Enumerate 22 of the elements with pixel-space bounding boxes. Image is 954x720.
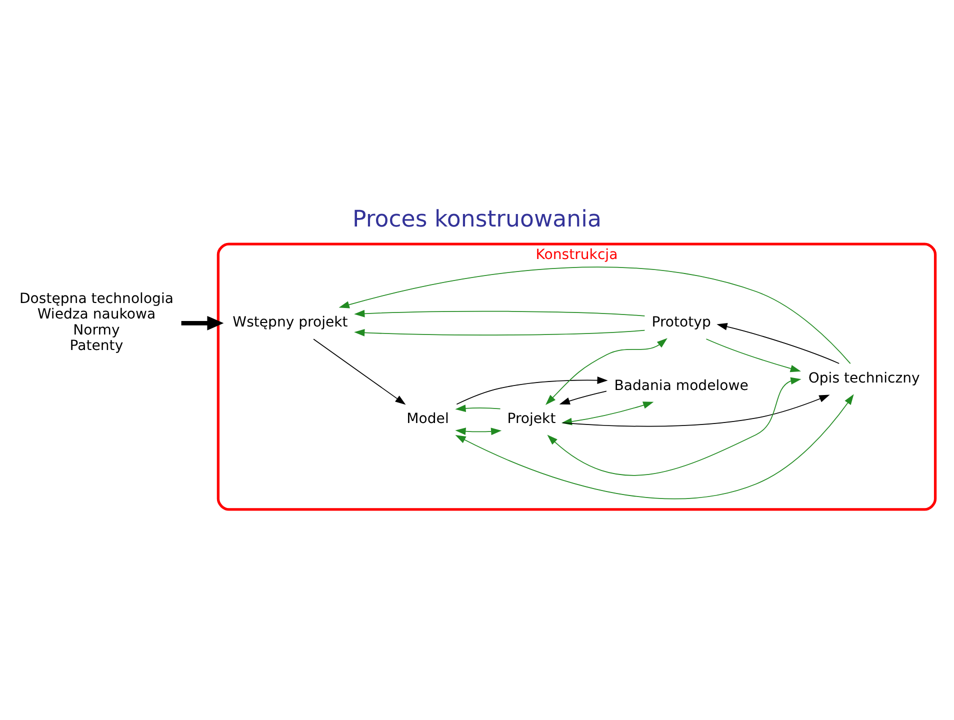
arrow (354, 328, 646, 336)
arrow (181, 315, 224, 330)
node-text: Prototyp (652, 314, 711, 330)
arrow (354, 309, 646, 317)
arrow (456, 376, 608, 404)
arrow (559, 390, 607, 404)
arrow (547, 376, 802, 476)
node-text: Dostępna technologia Wiedza naukowa Normy Patenty (20, 290, 174, 354)
node-text: Wstępny projekt (232, 314, 348, 330)
node-text: Projekt (507, 410, 556, 427)
arrow (313, 338, 406, 404)
node-text: Model (406, 410, 449, 427)
arrow (455, 404, 501, 412)
arrow (455, 427, 502, 435)
arrow (706, 338, 801, 372)
arrow (338, 266, 851, 364)
arrow (455, 394, 854, 499)
arrow (546, 338, 668, 404)
node-text: Badania modelowe (614, 377, 748, 394)
node-text: Opis techniczny (808, 370, 920, 386)
diagram-title: Proces konstruowania (352, 206, 602, 232)
arrow (716, 322, 840, 364)
